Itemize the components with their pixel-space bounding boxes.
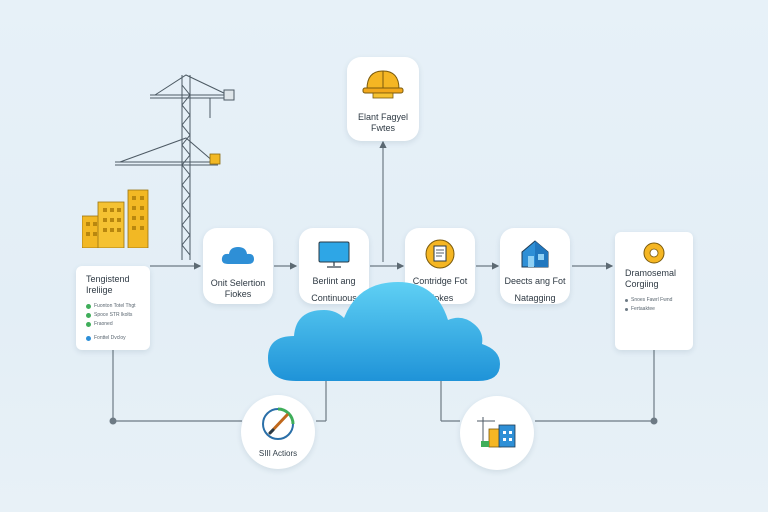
node4-label-2: Natagging (514, 293, 556, 303)
check-icon (86, 303, 91, 309)
central-cloud (268, 282, 500, 381)
left-panel: Tengistend Ireliige Fuonton Totel Thgt S… (76, 266, 150, 350)
junction-dot-right (650, 417, 658, 425)
check-icon (86, 312, 91, 318)
left-panel-item: Spoce STR lkolts (94, 312, 133, 318)
info-icon (86, 335, 91, 341)
top-node-label-2: Fwtes (370, 123, 395, 133)
compass-pen-icon (260, 406, 296, 447)
bullet-icon (625, 307, 628, 311)
check-icon (86, 321, 91, 327)
bullet-icon (625, 298, 628, 302)
monitor-icon (315, 238, 353, 270)
node2-label-1: Berlint ang (312, 276, 356, 286)
node4-label-1: Deects ang Fot (504, 276, 566, 286)
list-item: Spoce STR lkolts (86, 312, 132, 318)
clipboard-icon (421, 238, 459, 270)
list-item: Fuonton Totel Thgt (86, 303, 136, 309)
list-item: Fraoned (86, 321, 113, 327)
house-icon (516, 238, 554, 270)
list-item: Snoes Fawrl Fwnd (625, 297, 672, 303)
hard-hat-icon (361, 67, 405, 104)
right-panel-item: Fertaaktee (631, 306, 655, 312)
bottom-left-node: SIII Actiors (241, 395, 315, 469)
bottom-left-label: SIII Actiors (258, 449, 298, 458)
cloud-icon (219, 238, 257, 272)
node-deects: Deects ang Fot Natagging (500, 228, 570, 304)
construction-site-icon (475, 413, 519, 454)
right-panel-title-2: Corgiing (625, 279, 659, 289)
node3-label-2: Fiokes (426, 293, 454, 303)
top-node: Elant Fagyel Fwtes (347, 57, 419, 141)
tower-crane-icon (115, 74, 235, 260)
list-item: Fertaaktee (625, 306, 655, 312)
node1-label: Onit Selertion Fiokes (210, 278, 266, 299)
node-onit-selertion: Onit Selertion Fiokes (203, 228, 273, 304)
dollar-coin-icon (625, 242, 683, 264)
right-panel-item: Snoes Fawrl Fwnd (631, 297, 673, 303)
left-panel-item: Fonttel Dvcloy (94, 335, 126, 341)
buildings-icon (82, 189, 149, 248)
left-panel-title-2: Ireliige (86, 285, 113, 295)
node3-label-1: Contridge Fot (412, 276, 468, 286)
node-berlint: Berlint ang Continuous (299, 228, 369, 304)
right-panel-title-1: Dramosemal (625, 268, 677, 278)
top-node-label-1: Elant Fagyel (357, 112, 409, 122)
left-panel-item: Fuonton Totel Thgt (94, 303, 136, 309)
list-item: Fonttel Dvcloy (86, 335, 126, 341)
junction-dot-left (109, 417, 117, 425)
right-panel: Dramosemal Corgiing Snoes Fawrl Fwnd Fer… (615, 232, 693, 350)
left-panel-item: Fraoned (94, 321, 113, 327)
left-panel-title-1: Tengistend (86, 274, 130, 284)
node2-label-2: Continuous (311, 293, 357, 303)
bottom-right-node (460, 396, 534, 470)
